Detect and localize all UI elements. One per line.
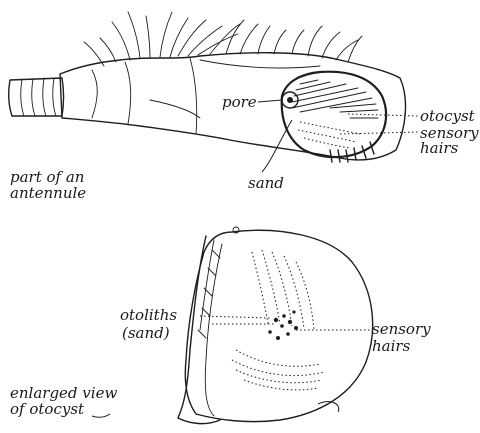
caption-antennule-2: antennule: [10, 184, 86, 202]
antennule-bristles: [84, 12, 362, 66]
caption-otocyst-2: of otocyst: [10, 400, 85, 418]
label-otoliths-1: otoliths: [120, 306, 177, 324]
label-sensory-hairs-top-2: hairs: [420, 139, 459, 157]
label-sand-top: sand: [248, 174, 284, 192]
antennule-drawing: [9, 12, 406, 162]
otolith-grains: [268, 310, 298, 340]
otocyst-shading: [292, 80, 378, 118]
otocyst-stalk: [178, 236, 220, 424]
label-otocyst-top: otocyst: [420, 107, 476, 125]
label-sensory-hairs-bottom-2: hairs: [372, 337, 411, 355]
otocyst-enlarged-drawing: [178, 227, 373, 424]
label-pore: pore: [222, 93, 257, 111]
otocyst-sac: [185, 230, 372, 421]
antennule-segments: [9, 78, 64, 116]
label-otoliths-2: (sand): [122, 324, 170, 342]
label-sensory-hairs-bottom-1: sensory: [372, 320, 431, 338]
